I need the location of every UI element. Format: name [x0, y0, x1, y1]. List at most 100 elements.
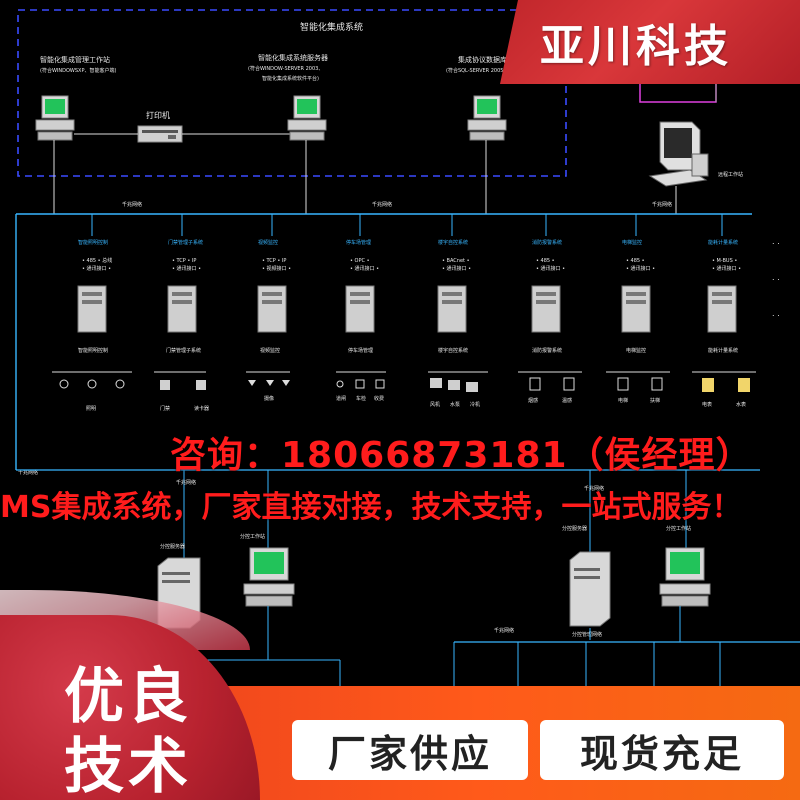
database-workstation-icon	[467, 95, 507, 141]
server-workstation-icon	[287, 95, 327, 141]
svg-text:智能照明控制: 智能照明控制	[78, 239, 108, 246]
subsystem-column: 能耗计量系统 • M-BUS • • 通讯接口 • 能耗计量系统 电表 水表	[692, 214, 756, 408]
svg-text:道闸: 道闸	[336, 395, 346, 402]
lower-right-ws-label: 分控工作站	[666, 525, 691, 532]
svg-text:停车场管理: 停车场管理	[348, 347, 373, 354]
printer-label: 打印机	[146, 110, 170, 120]
subsystem-column: 视频监控 • TCP • IP • 视频接口 • 视频监控 摄像	[246, 214, 291, 402]
svg-text:• 485 •: • 485 •	[536, 258, 555, 264]
svg-text:• TCP • IP: • TCP • IP	[172, 258, 196, 264]
svg-text:• M-BUS •: • M-BUS •	[712, 258, 737, 264]
backbone-label-3: 千兆网络	[652, 201, 672, 208]
svg-text:• 通讯接口 •: • 通讯接口 •	[712, 265, 741, 272]
system-title: 智能化集成系统	[300, 21, 363, 33]
svg-text:视频监控: 视频监控	[258, 239, 278, 246]
lower-right-server-label: 分控服务器	[562, 525, 587, 532]
workstation-icon	[35, 95, 75, 141]
svg-text:电表: 电表	[702, 401, 712, 408]
backbone-label-1: 千兆网络	[122, 201, 142, 208]
lower-left-server-label: 分控服务器	[160, 543, 185, 550]
svg-text:门禁管理子系统: 门禁管理子系统	[168, 239, 203, 246]
subsystem-column: 楼宇自控系统 • BACnet • • 通讯接口 • 楼宇自控系统 风机 水泵 …	[428, 214, 488, 408]
svg-text:读卡器: 读卡器	[194, 405, 209, 412]
svg-text:电梯监控: 电梯监控	[626, 347, 646, 354]
svg-text:• 通讯接口 •: • 通讯接口 •	[442, 265, 471, 272]
subsystem-column: 智能照明控制 • 485 • 总线 • 通讯接口 • 智能照明控制 照明	[52, 214, 132, 412]
svg-text:. .: . .	[772, 309, 780, 318]
ws3-title: 集成协议数据库服务器	[458, 55, 528, 64]
svg-text:. .: . .	[772, 237, 780, 246]
lower-left-ws-icon	[243, 547, 295, 607]
ws2-sub2: 智能化集成系统软件平台)	[262, 75, 319, 82]
badge-line2: 技术	[64, 732, 192, 800]
svg-text:能耗计量系统: 能耗计量系统	[708, 347, 738, 354]
svg-text:智能照明控制: 智能照明控制	[78, 347, 108, 354]
svg-text:• 485 • 总线: • 485 • 总线	[82, 257, 112, 264]
svg-text:摄像: 摄像	[264, 395, 274, 402]
svg-text:温感: 温感	[562, 397, 572, 404]
lower-left-ws-label: 分控工作站	[240, 533, 265, 540]
ws1-sub: (符合WINDOWSXP、智能客户端)	[40, 67, 116, 74]
lower-right-server-icon	[569, 551, 611, 627]
svg-text:水泵: 水泵	[450, 401, 460, 408]
subsystem-columns: 智能照明控制 • 485 • 总线 • 通讯接口 • 智能照明控制 照明 门禁管…	[52, 214, 756, 412]
ws2-sub: (符合WINDOW-SERVER 2003、	[248, 65, 323, 72]
svg-text:扶梯: 扶梯	[650, 397, 660, 404]
ws3-sub: (符合SQL-SERVER 2005)	[446, 67, 505, 74]
subsystem-column: 门禁管理子系统 • TCP • IP • 通讯接口 • 门禁管理子系统 门禁 读…	[154, 214, 209, 412]
lower-right-ws-icon	[659, 547, 711, 607]
subsystem-column: 停车场管理 • OPC • • 通讯接口 • 停车场管理 道闸 车检 收费	[336, 214, 386, 402]
svg-text:风机: 风机	[430, 401, 440, 408]
svg-text:千兆网络: 千兆网络	[18, 469, 38, 476]
svg-text:能耗计量系统: 能耗计量系统	[708, 239, 738, 246]
svg-text:• 485 •: • 485 •	[626, 258, 645, 264]
stock-pill: 现货充足	[540, 720, 784, 780]
svg-text:• OPC •: • OPC •	[350, 258, 370, 264]
consult-phone: 咨询：18066873181（侯经理）	[170, 435, 753, 476]
svg-text:门禁管理子系统: 门禁管理子系统	[166, 347, 201, 354]
lower-right-net2-label: 千兆网络	[494, 627, 514, 634]
svg-text:. .: . .	[772, 273, 780, 282]
lower-right-bus-label: 分控管理网络	[572, 631, 602, 638]
svg-text:烟感: 烟感	[528, 397, 538, 404]
svg-text:• TCP • IP: • TCP • IP	[262, 258, 286, 264]
brand-name: 亚川科技	[540, 21, 732, 72]
subsystem-column: 电梯监控 • 485 • • 通讯接口 • 电梯监控 电梯 扶梯	[606, 214, 670, 404]
remote-pc-icon	[648, 121, 709, 187]
svg-text:楼宇自控系统: 楼宇自控系统	[438, 239, 468, 246]
ws1-title: 智能化集成管理工作站	[40, 55, 110, 64]
svg-text:楼宇自控系统: 楼宇自控系统	[438, 347, 468, 354]
svg-text:• 通讯接口 •: • 通讯接口 •	[172, 265, 201, 272]
svg-text:• BACnet •: • BACnet •	[442, 258, 470, 264]
svg-text:停车场管理: 停车场管理	[346, 239, 371, 246]
printer-icon	[137, 125, 183, 143]
ws2-title: 智能化集成系统服务器	[258, 53, 328, 62]
svg-text:水表: 水表	[736, 401, 746, 408]
svg-text:消防报警系统: 消防报警系统	[532, 239, 562, 246]
supply-pill: 厂家供应	[292, 720, 528, 780]
brand-banner	[500, 0, 800, 84]
svg-text:• 通讯接口 •: • 通讯接口 •	[626, 265, 655, 272]
badge-line1: 优良	[64, 662, 192, 732]
lower-right-net-label: 千兆网络	[584, 485, 604, 492]
lower-left-net-label: 千兆网络	[176, 479, 196, 486]
svg-text:电梯监控: 电梯监控	[622, 239, 642, 246]
svg-text:• 视频接口 •: • 视频接口 •	[262, 265, 291, 272]
svg-text:消防报警系统: 消防报警系统	[532, 347, 562, 354]
slogan: MS集成系统，厂家直接对接，技术支持，一站式服务！	[0, 490, 742, 525]
system-boundary	[17, 9, 567, 177]
svg-text:电梯: 电梯	[618, 397, 628, 404]
backbone-label-2: 千兆网络	[372, 201, 392, 208]
svg-text:• 通讯接口 •: • 通讯接口 •	[536, 265, 565, 272]
svg-text:冷机: 冷机	[470, 401, 480, 408]
svg-text:收费: 收费	[374, 395, 384, 402]
remote-label: 远程工作站	[718, 171, 743, 178]
svg-text:门禁: 门禁	[160, 405, 170, 412]
subsystem-column: 消防报警系统 • 485 • • 通讯接口 • 消防报警系统 烟感 温感	[518, 214, 582, 404]
svg-text:视频监控: 视频监控	[260, 347, 280, 354]
svg-text:• 通讯接口 •: • 通讯接口 •	[350, 265, 379, 272]
svg-text:照明: 照明	[86, 406, 96, 412]
svg-text:车检: 车检	[356, 395, 366, 402]
